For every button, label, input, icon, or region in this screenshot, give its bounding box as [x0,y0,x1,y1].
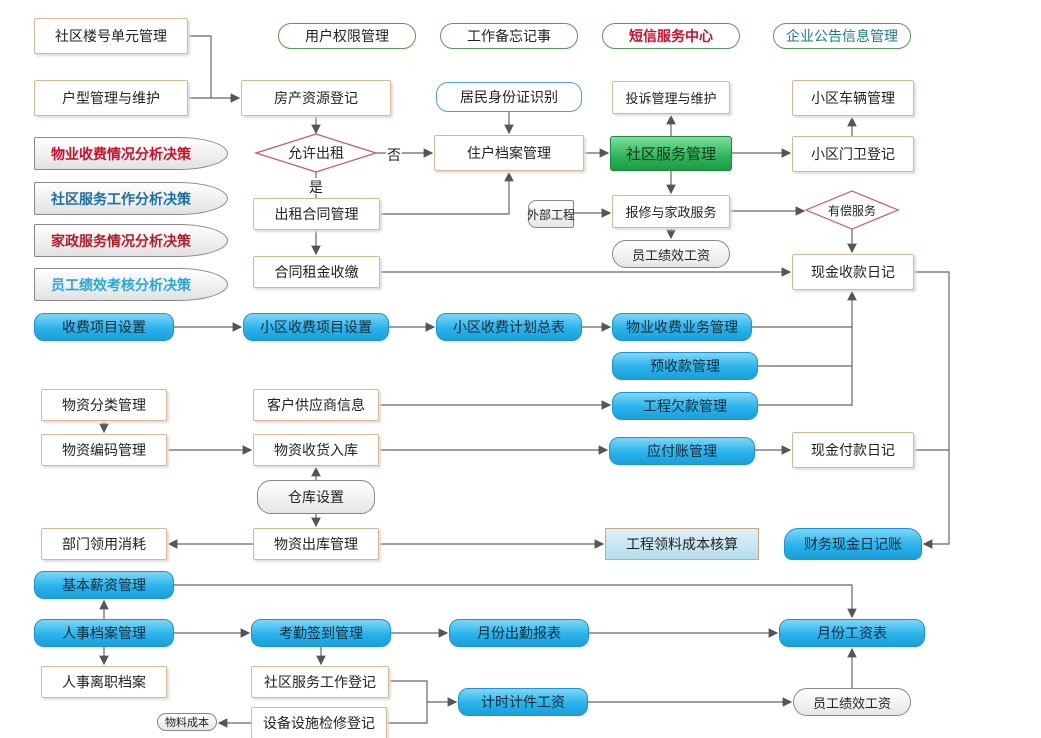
yes-label: 是 [309,180,323,196]
cash-receipt-node[interactable]: 现金收款日记 [792,254,914,290]
allow-rent-diamond [254,133,378,173]
material-class-node[interactable]: 物资分类管理 [41,389,167,421]
hr-leave-node[interactable]: 人事离职档案 [41,666,167,698]
cash-pay-node[interactable]: 现金付款日记 [792,432,914,468]
finance-cash-journal-node[interactable]: 财务现金日记账 [784,528,922,560]
housekeeping-analysis-decision[interactable]: 家政服务情况分析决策 [34,224,228,257]
vehicle-node[interactable]: 小区车辆管理 [792,80,914,116]
dept-use-node[interactable]: 部门领用消耗 [41,528,167,560]
payable-node[interactable]: 应付账管理 [609,437,755,465]
service-analysis-decision[interactable]: 社区服务工作分析决策 [34,182,228,215]
fee-item-node[interactable]: 收费项目设置 [34,313,174,341]
supplier-node[interactable]: 客户供应商信息 [253,389,379,421]
id-recognition-node[interactable]: 居民身份证识别 [436,82,582,112]
base-salary-node[interactable]: 基本薪资管理 [34,571,174,599]
material-code-node[interactable]: 物资编码管理 [41,434,167,466]
piece-pay-node[interactable]: 计时计件工资 [458,688,588,716]
project-cost-node[interactable]: 工程领料成本核算 [605,528,759,560]
monthly-salary-node[interactable]: 月份工资表 [779,619,925,647]
rent-collect-node[interactable]: 合同租金收缴 [253,256,380,288]
rent-contract-node[interactable]: 出租合同管理 [253,198,380,230]
notice-button[interactable]: 企业公告信息管理 [773,23,911,49]
allow-rent-label: 允许出租 [288,146,344,162]
performance-pay-node-2[interactable]: 员工绩效工资 [793,688,911,716]
prepay-node[interactable]: 预收款管理 [612,352,758,380]
material-in-node[interactable]: 物资收货入库 [253,434,379,466]
external-project-node[interactable]: 外部工程 [527,200,575,228]
no-label: 否 [387,148,401,164]
house-type-node[interactable]: 户型管理与维护 [34,80,188,116]
warehouse-node[interactable]: 仓库设置 [257,480,375,514]
paid-service-label: 有偿服务 [827,203,876,218]
staff-analysis-decision[interactable]: 员工绩效考核分析决策 [34,268,228,301]
resident-file-node[interactable]: 住户档案管理 [434,135,584,171]
fee-business-node[interactable]: 物业收费业务管理 [612,313,752,341]
fee-plan-node[interactable]: 小区收费计划总表 [436,313,582,341]
attendance-node[interactable]: 考勤签到管理 [251,619,391,647]
service-register-node[interactable]: 社区服务工作登记 [251,666,389,698]
property-register-node[interactable]: 房产资源登记 [241,80,391,116]
monthly-attendance-node[interactable]: 月份出勤报表 [449,619,589,647]
guard-node[interactable]: 小区门卫登记 [792,136,914,172]
performance-pay-node[interactable]: 员工绩效工资 [612,240,730,268]
building-unit-node[interactable]: 社区楼号单元管理 [34,18,188,54]
community-service-node[interactable]: 社区服务管理 [610,136,732,171]
material-cost-node[interactable]: 物料成本 [157,713,217,731]
repair-node[interactable]: 报修与家政服务 [612,195,730,228]
sms-center-button[interactable]: 短信服务中心 [602,23,740,49]
material-out-node[interactable]: 物资出库管理 [253,528,379,560]
project-debt-node[interactable]: 工程欠款管理 [612,392,758,420]
complaint-node[interactable]: 投诉管理与维护 [612,81,730,114]
fee-analysis-decision[interactable]: 物业收费情况分析决策 [34,137,228,170]
hr-file-node[interactable]: 人事档案管理 [34,619,174,647]
user-permission-button[interactable]: 用户权限管理 [278,23,416,49]
equipment-repair-node[interactable]: 设备设施检修登记 [251,707,387,738]
area-fee-item-node[interactable]: 小区收费项目设置 [243,313,389,341]
paid-service-diamond [804,190,900,230]
work-memo-button[interactable]: 工作备忘记事 [440,23,578,49]
